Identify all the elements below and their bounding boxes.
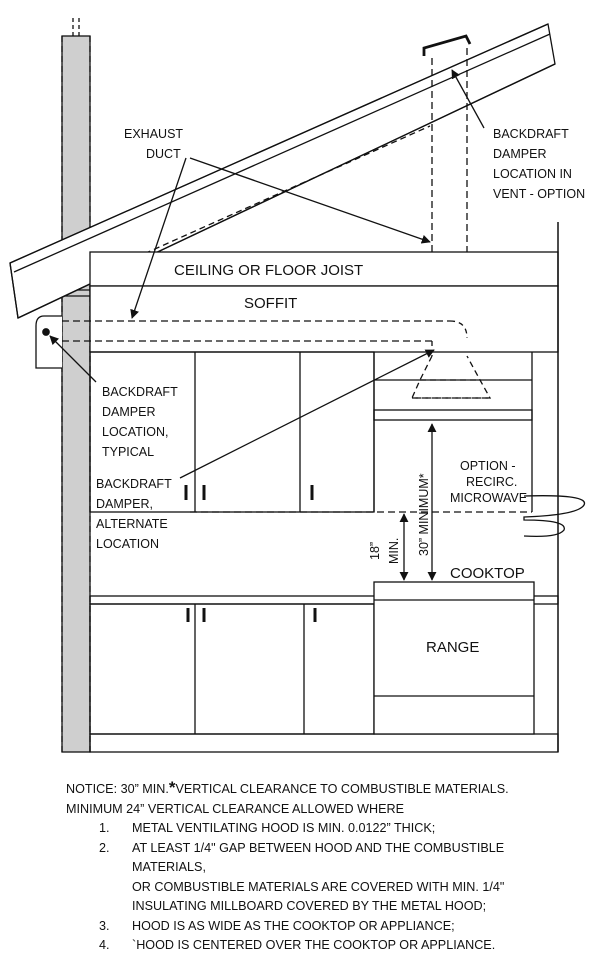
alternate-damper-label-2: DAMPER,	[96, 497, 153, 511]
typical-damper-leader	[49, 335, 97, 383]
notice-item-3: 3. HOOD IS AS WIDE AS THE COOKTOP OR APPL…	[66, 917, 606, 937]
upper-cabinets	[89, 351, 375, 513]
hood-cabinet	[190, 352, 586, 538]
vent-damper-label-4: VENT - OPTION	[493, 187, 585, 201]
notice-item-4: 4. `HOOD IS CENTERED OVER THE COOKTOP OR …	[66, 936, 606, 956]
cooktop-label: COOKTOP	[450, 565, 525, 582]
notice-item-2-cont-1: MATERIALS,	[132, 860, 206, 874]
notice-item-text: HOOD IS AS WIDE AS THE COOKTOP OR APPLIA…	[132, 918, 455, 933]
exhaust-duct-leader-2	[189, 157, 431, 244]
dim-30-label: 30” MINIMUM*	[417, 473, 431, 556]
notice-line-2: MINIMUM 24” VERTICAL CLEARANCE ALLOWED W…	[66, 801, 404, 816]
notice-item-num: 1.	[99, 821, 110, 835]
notice-clearance: VERTICAL CLEARANCE TO COMBUSTIBLE MATERI…	[175, 782, 509, 796]
vent-damper-label-3: LOCATION IN	[493, 167, 572, 181]
vent-damper-label-1: BACKDRAFT	[493, 127, 569, 141]
kitchen-hood-clearance-diagram: EXHAUST DUCT BACKDRAFT DAMPER LOCATION I…	[9, 18, 586, 753]
typical-damper-label-3: LOCATION,	[102, 425, 168, 439]
notice-block: NOTICE: 30” MIN.*VERTICAL CLEARANCE TO C…	[66, 778, 606, 956]
notice-list: 1. METAL VENTILATING HOOD IS MIN. 0.0122”…	[66, 819, 606, 858]
notice-line-1: NOTICE: 30” MIN.*VERTICAL CLEARANCE TO C…	[66, 778, 606, 800]
notice-star: *	[168, 778, 176, 797]
notice-item-text: METAL VENTILATING HOOD IS MIN. 0.0122” T…	[132, 821, 436, 835]
notice-item-text: AT LEAST 1/4" GAP BETWEEN HOOD AND THE C…	[132, 840, 505, 855]
vent-damper-leader	[451, 69, 485, 129]
notice-item-num: 3.	[99, 918, 110, 933]
notice-item-1: 1. METAL VENTILATING HOOD IS MIN. 0.0122”…	[66, 819, 606, 839]
range	[373, 581, 535, 735]
option-microwave-label-3: MICROWAVE	[450, 491, 527, 505]
dim-18-label-2: MIN.	[387, 538, 401, 564]
range-label: RANGE	[426, 639, 479, 656]
chimney	[61, 18, 91, 753]
dim-18-label-1: 18”	[368, 542, 382, 560]
vent-damper-label-2: DAMPER	[493, 147, 546, 161]
notice-item-text: `HOOD IS CENTERED OVER THE COOKTOP OR AP…	[132, 938, 496, 952]
exhaust-duct-leader-1	[130, 157, 187, 319]
alternate-damper-leader	[179, 349, 435, 479]
soffit-label: SOFFIT	[244, 295, 297, 312]
typical-damper-label-1: BACKDRAFT	[102, 385, 178, 399]
ceiling-joist-label: CEILING OR FLOOR JOIST	[174, 262, 363, 279]
notice-item-num: 2.	[99, 840, 110, 855]
exhaust-duct-label-2: DUCT	[146, 147, 181, 161]
notice-item-2-cont-2: OR COMBUSTIBLE MATERIALS ARE COVERED WIT…	[132, 879, 505, 894]
notice-item-num: 4.	[99, 938, 110, 952]
alternate-damper-label-1: BACKDRAFT	[96, 477, 172, 491]
exhaust-duct-label-1: EXHAUST	[124, 127, 183, 141]
soffit	[89, 285, 559, 353]
alternate-damper-label-3: ALTERNATE	[96, 517, 168, 531]
notice-list-b: 3. HOOD IS AS WIDE AS THE COOKTOP OR APPL…	[66, 917, 606, 956]
wall-cap	[35, 315, 62, 369]
notice-min: NOTICE: 30” MIN.	[66, 782, 169, 796]
option-microwave-label-1: OPTION -	[460, 459, 516, 473]
notice-item-2-cont-3: INSULATING MILLBOARD COVERED BY THE META…	[132, 899, 487, 913]
typical-damper-label-4: TYPICAL	[102, 445, 154, 459]
base-cabinets	[89, 595, 559, 753]
alternate-damper-label-4: LOCATION	[96, 537, 159, 551]
notice-item-2: 2. AT LEAST 1/4" GAP BETWEEN HOOD AND THE…	[66, 839, 606, 859]
typical-damper-label-2: DAMPER	[102, 405, 155, 419]
option-microwave-label-2: RECIRC.	[466, 475, 517, 489]
